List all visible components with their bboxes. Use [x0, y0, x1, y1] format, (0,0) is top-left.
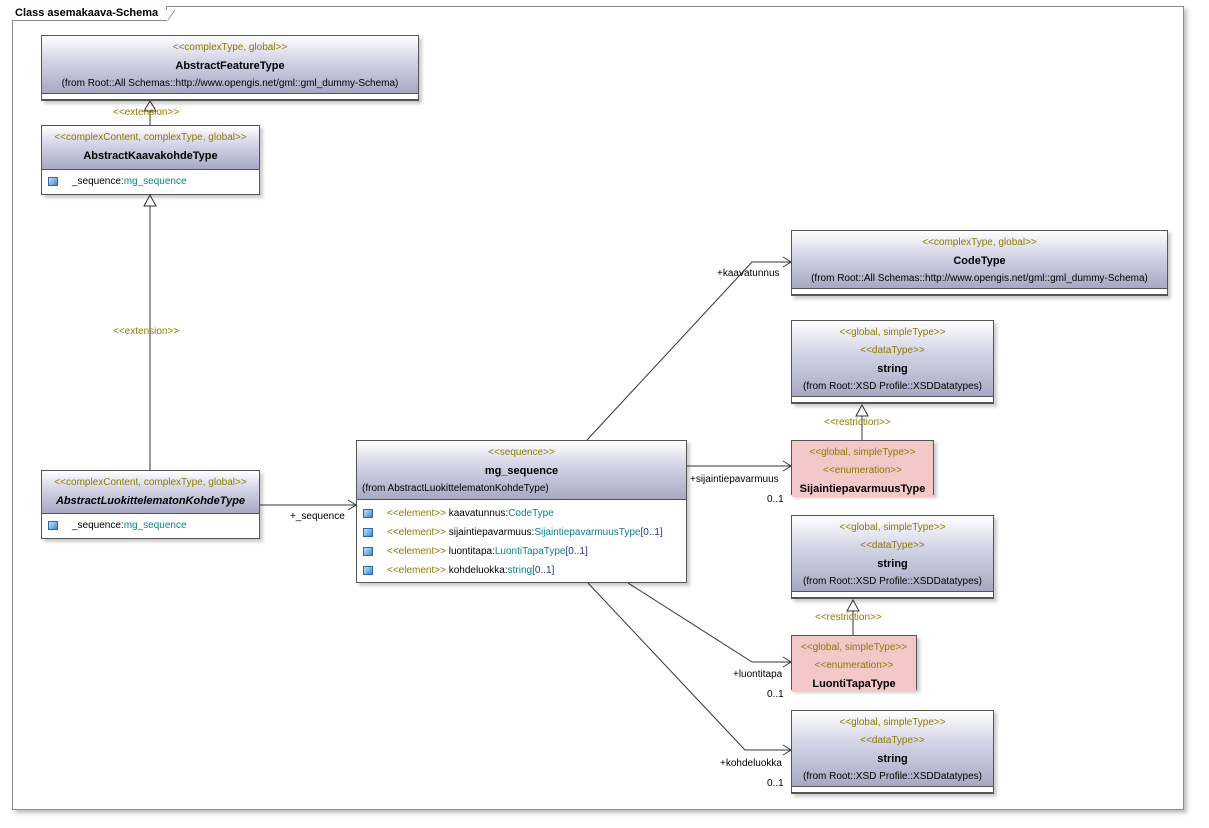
attribute-row[interactable]: _sequence:mg_sequence: [42, 516, 259, 535]
class-abstract-luokittelematon-kohde-type[interactable]: <<complexContent, complexType, global>> …: [41, 470, 260, 539]
class-string-3[interactable]: <<global, simpleType>> <<dataType>> stri…: [791, 710, 994, 794]
attribute-type: mg_sequence: [123, 520, 187, 531]
class-name: string: [877, 753, 908, 765]
class-origin: (from Root::All Schemas::http://www.open…: [811, 273, 1148, 284]
stereotype-secondary: <<dataType>>: [860, 345, 925, 356]
stereotype-secondary: <<dataType>>: [860, 540, 925, 551]
stereotype: <<global, simpleType>>: [839, 522, 946, 533]
restriction-label-1: <<restriction>>: [824, 417, 891, 428]
class-name: SijaintiepavarmuusType: [799, 483, 926, 495]
restriction-label-2: <<restriction>>: [815, 612, 882, 623]
sijainti-role-label: +sijaintiepavarmuus: [690, 474, 779, 485]
stereotype: <<complexType, global>>: [922, 237, 1037, 248]
class-origin: (from Root::All Schemas::http://www.open…: [61, 78, 399, 89]
kaavatunnus-role-label: +kaavatunnus: [717, 268, 780, 279]
sequence-role-label: +_sequence: [290, 511, 345, 522]
stereotype: <<complexContent, complexType, global>>: [54, 132, 247, 143]
class-name: AbstractLuokittelematonKohdeType: [55, 495, 246, 507]
class-origin: (from Root::XSD Profile::XSDDatatypes): [803, 381, 982, 392]
stereotype-secondary: <<enumeration>>: [823, 465, 902, 476]
stereotype: <<global, simpleType>>: [809, 447, 916, 458]
attribute-icon: [363, 566, 373, 575]
kohdeluokka-association-line: [587, 582, 791, 751]
frame-title: Class asemakaava-Schema: [12, 6, 168, 21]
attribute-icon: [363, 509, 373, 518]
sijainti-multiplicity: 0..1: [767, 494, 784, 505]
class-name: LuontiTapaType: [812, 678, 896, 690]
restriction-arrow-2: [846, 598, 860, 612]
kohdeluokka-multiplicity: 0..1: [767, 778, 784, 789]
stereotype: <<global, simpleType>>: [800, 642, 908, 653]
class-name: AbstractKaavakohdeType: [83, 150, 218, 162]
extension-label-mid: <<extension>>: [113, 326, 180, 337]
attribute-name: _sequence:: [72, 176, 124, 187]
class-name: string: [877, 363, 908, 375]
stereotype-secondary: <<dataType>>: [860, 735, 925, 746]
attribute-row-kaavatunnus[interactable]: <<element>> kaavatunnus:CodeType: [357, 504, 686, 523]
class-origin: (from Root::XSD Profile::XSDDatatypes): [803, 771, 982, 782]
class-string-1[interactable]: <<global, simpleType>> <<dataType>> stri…: [791, 320, 994, 404]
attribute-row-sijaintiepavarmuus[interactable]: <<element>> sijaintiepavarmuus:Sijaintie…: [357, 523, 686, 542]
stereotype: <<complexContent, complexType, global>>: [54, 477, 247, 488]
attribute-icon: [48, 177, 58, 186]
class-luontitapa-type[interactable]: <<global, simpleType>> <<enumeration>> L…: [791, 635, 917, 692]
class-name: CodeType: [953, 255, 1006, 267]
luontitapa-association-line: [627, 582, 791, 663]
kaavatunnus-association-line: [586, 261, 791, 441]
kohdeluokka-role-label: +kohdeluokka: [720, 758, 782, 769]
class-origin: (from Root::XSD Profile::XSDDatatypes): [803, 576, 982, 587]
stereotype-secondary: <<enumeration>>: [814, 660, 894, 671]
class-abstract-feature-type[interactable]: <<complexType, global>> AbstractFeatureT…: [41, 35, 419, 101]
class-name: mg_sequence: [484, 465, 559, 477]
luontitapa-role-label: +luontitapa: [733, 669, 783, 680]
luontitapa-multiplicity: 0..1: [767, 689, 784, 700]
attribute-name: _sequence:: [72, 520, 124, 531]
class-string-2[interactable]: <<global, simpleType>> <<dataType>> stri…: [791, 515, 994, 599]
class-name: string: [877, 558, 908, 570]
class-code-type[interactable]: <<complexType, global>> CodeType (from R…: [791, 230, 1168, 296]
stereotype: <<sequence>>: [488, 447, 555, 458]
class-abstract-kaavakohde-type[interactable]: <<complexContent, complexType, global>> …: [41, 125, 260, 195]
class-sijaintiepavarmuus-type[interactable]: <<global, simpleType>> <<enumeration>> S…: [791, 440, 934, 497]
attribute-icon: [363, 528, 373, 537]
stereotype: <<global, simpleType>>: [839, 327, 946, 338]
stereotype: <<complexType, global>>: [172, 42, 288, 53]
class-mg-sequence[interactable]: <<sequence>> mg_sequence (from AbstractL…: [356, 440, 687, 583]
generalization-arrow-mid: [143, 193, 157, 207]
attribute-type: mg_sequence: [123, 176, 187, 187]
stereotype: <<global, simpleType>>: [839, 717, 946, 728]
attribute-row-kohdeluokka[interactable]: <<element>> kohdeluokka:string[0..1]: [357, 561, 686, 580]
class-origin: (from AbstractLuokittelematonKohdeType): [362, 483, 549, 494]
attribute-row-luontitapa[interactable]: <<element>> luontitapa:LuontiTapaType[0.…: [357, 542, 686, 561]
extension-label-top: <<extension>>: [113, 107, 180, 118]
restriction-arrow-1: [855, 403, 869, 417]
attribute-row[interactable]: _sequence:mg_sequence: [42, 172, 259, 191]
generalization-arrow-top: [143, 100, 157, 112]
attribute-icon: [48, 521, 58, 530]
attribute-icon: [363, 547, 373, 556]
class-name: AbstractFeatureType: [175, 60, 285, 72]
